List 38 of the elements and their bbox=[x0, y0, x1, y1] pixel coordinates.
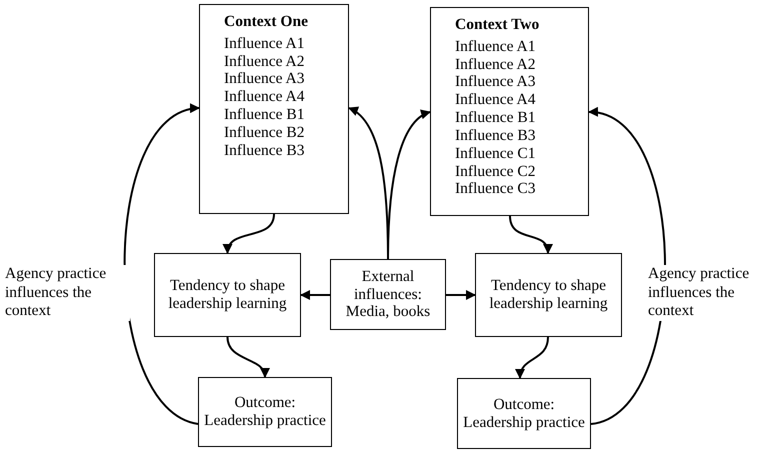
arrow bbox=[509, 216, 552, 254]
list-item: Influence C3 bbox=[455, 180, 536, 198]
edge-label: Agency practice influences the context bbox=[5, 265, 130, 321]
context-box bbox=[430, 7, 589, 216]
list-item: Influence A2 bbox=[224, 52, 304, 70]
list-item: Influence B1 bbox=[455, 109, 536, 127]
list-item: Influence B1 bbox=[224, 106, 304, 124]
list-item: Influence A4 bbox=[224, 88, 304, 106]
box-heading: Context Two bbox=[455, 16, 540, 34]
process-box bbox=[457, 378, 591, 449]
process-box bbox=[475, 253, 622, 337]
arrow bbox=[300, 290, 330, 300]
arrow bbox=[516, 336, 549, 379]
list-item: Influence A3 bbox=[455, 73, 536, 92]
arrow bbox=[224, 214, 275, 254]
list-item: Influence A1 bbox=[455, 38, 536, 56]
arrow bbox=[226, 336, 268, 378]
box-text: External influences: Media, books bbox=[344, 268, 432, 322]
box-text: Outcome: Leadership practice bbox=[203, 394, 327, 430]
context-box bbox=[199, 4, 349, 214]
list-item: Influence A2 bbox=[455, 56, 536, 74]
arrow bbox=[446, 290, 476, 300]
process-box bbox=[154, 253, 301, 337]
box-heading: Context One bbox=[224, 13, 308, 31]
box-text: Tendency to shape leadership learning bbox=[488, 277, 609, 313]
arrow bbox=[387, 110, 431, 260]
list-item: Influence B2 bbox=[224, 124, 304, 142]
box-text: Outcome: Leadership practice bbox=[462, 396, 586, 432]
list-item: Influence A4 bbox=[455, 91, 536, 110]
list-item: Influence A1 bbox=[224, 34, 304, 53]
list-item: Influence B3 bbox=[455, 126, 536, 145]
list-item: Influence B3 bbox=[224, 142, 304, 160]
list-item: Influence A3 bbox=[224, 70, 304, 88]
list-item: Influence C2 bbox=[455, 162, 536, 180]
list-item: Influence C1 bbox=[455, 144, 536, 162]
process-box bbox=[330, 259, 446, 330]
box-text: Tendency to shape leadership learning bbox=[167, 277, 288, 313]
process-box bbox=[198, 377, 332, 447]
